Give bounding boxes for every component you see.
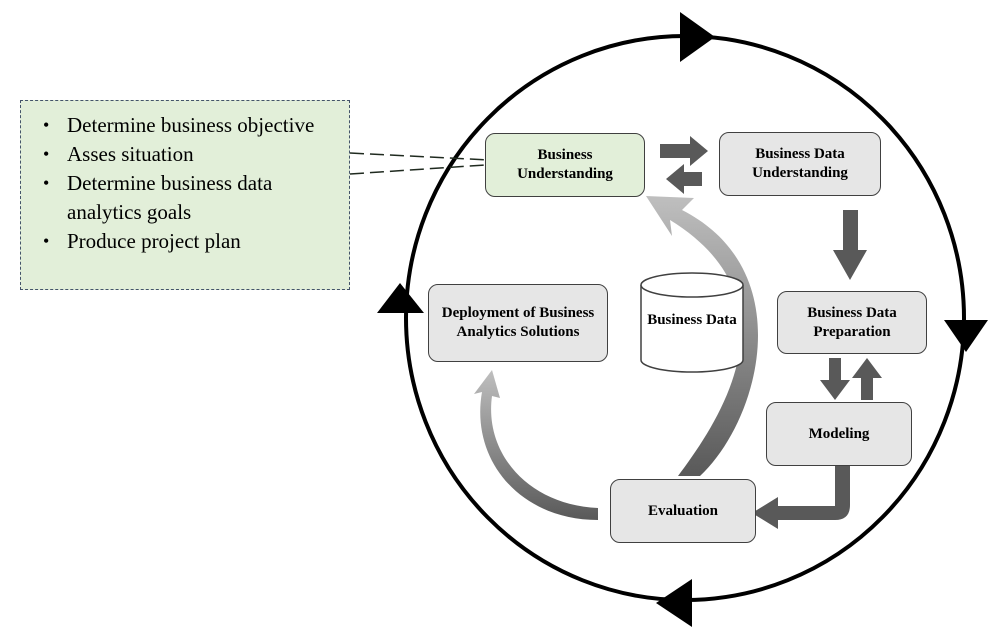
node-label: Business Understanding	[517, 147, 613, 182]
cycle-arrow-top	[680, 12, 715, 62]
arrow-bdu-to-prep	[833, 210, 867, 280]
cycle-arrow-right	[944, 320, 988, 352]
callout-item: Determine business objective	[43, 111, 341, 140]
node-label: Deployment of Business Analytics Solutio…	[441, 305, 595, 340]
database-label-text: Business Data	[647, 312, 737, 328]
callout-list: Determine business objective Asses situa…	[21, 101, 349, 256]
callout-item: Determine business data analytics goals	[43, 169, 341, 227]
node-evaluation: Evaluation	[610, 479, 756, 543]
arrow-evaluation-to-deployment	[474, 370, 598, 520]
node-label: Business Data Understanding	[752, 146, 848, 181]
arrow-bu-to-bdu	[660, 136, 708, 166]
business-understanding-callout: Determine business objective Asses situa…	[20, 100, 350, 290]
node-modeling: Modeling	[766, 402, 912, 466]
arrow-modeling-to-evaluation	[752, 466, 850, 529]
arrow-prep-to-modeling	[820, 358, 850, 400]
node-label: Modeling	[808, 425, 870, 442]
callout-item: Produce project plan	[43, 227, 341, 256]
node-label: Business Data Preparation	[807, 304, 897, 340]
cycle-arrow-left	[377, 283, 424, 313]
database-label: Business Data	[640, 310, 744, 330]
node-deployment: Deployment of Business Analytics Solutio…	[428, 284, 608, 362]
node-label: Evaluation	[647, 502, 719, 519]
database-cylinder	[640, 272, 744, 373]
node-business-data-understanding: Business Data Understanding	[719, 132, 881, 196]
arrow-evaluation-to-bu	[646, 196, 759, 476]
node-business-data-preparation: Business Data Preparation	[777, 291, 927, 354]
arrow-modeling-to-prep	[852, 358, 882, 400]
arrow-bdu-to-bu	[666, 164, 702, 194]
callout-item: Asses situation	[43, 140, 341, 169]
node-business-understanding: Business Understanding	[485, 133, 645, 197]
cycle-arrow-bottom	[656, 579, 692, 627]
